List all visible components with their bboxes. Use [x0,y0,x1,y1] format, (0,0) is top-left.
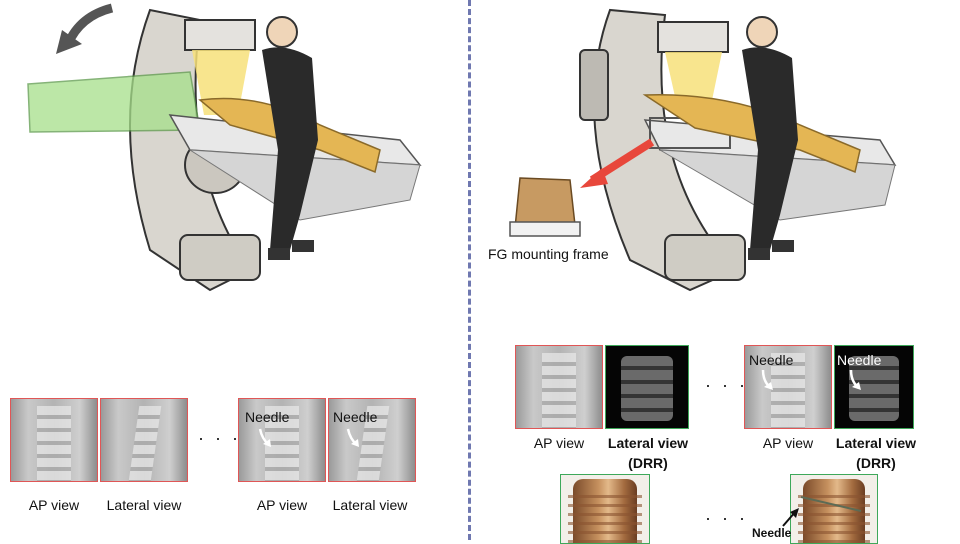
right-lateral-drr-sublabel: (DRR) [628,455,668,471]
needle-label: Needle [837,352,882,368]
needle-arrow-icon [849,369,861,390]
right-ap-view-label: AP view [533,435,585,451]
ct-needle-line [801,496,862,512]
needle-arrow-icon [258,428,271,447]
rotation-arrow-icon [63,3,114,46]
panel-divider [468,0,471,540]
left-ap-view-image [10,398,98,482]
left-ap-view-label: AP view [28,497,80,513]
right-ct-volume-image [560,474,650,544]
needle-label: Needle [245,409,290,425]
needle-label: Needle [333,409,378,425]
left-lateral-view-needle-label: Lateral view [332,497,408,513]
right-ellipsis-top: · · · [705,375,748,395]
ct-needle-arrow-icon [782,508,799,527]
needle-label: Needle [749,352,794,368]
left-lateral-view-image [100,398,188,482]
right-ap-view-needle-label: AP view [762,435,814,451]
ct-needle-label: Needle [752,526,792,540]
right-ap-view-image [515,345,603,429]
right-ap-view-needle-image: Needle [744,345,832,429]
left-lateral-view-needle-image: Needle [328,398,416,482]
fg-mounting-frame-label: FG mounting frame [488,246,609,262]
right-lateral-drr-label: Lateral view [607,435,689,451]
left-lateral-view-label: Lateral view [106,497,182,513]
needle-arrow-icon [346,428,359,447]
needle-arrow-icon [761,369,773,390]
right-ellipsis-bottom: · · · [705,508,748,528]
right-ct-volume-needle-image [790,474,878,544]
fg-mounting-frame-icon [514,177,576,229]
right-c-arm-illustration [509,8,897,292]
right-lateral-drr-image [605,345,689,429]
right-lateral-drr-needle-sublabel: (DRR) [856,455,896,471]
left-c-arm-illustration [27,3,422,292]
left-ap-view-needle-label: AP view [256,497,308,513]
left-ellipsis: · · · [198,428,241,448]
right-lateral-drr-needle-image: Needle [834,345,914,429]
right-lateral-drr-needle-label: Lateral view [835,435,917,451]
left-ap-view-needle-image: Needle [238,398,326,482]
